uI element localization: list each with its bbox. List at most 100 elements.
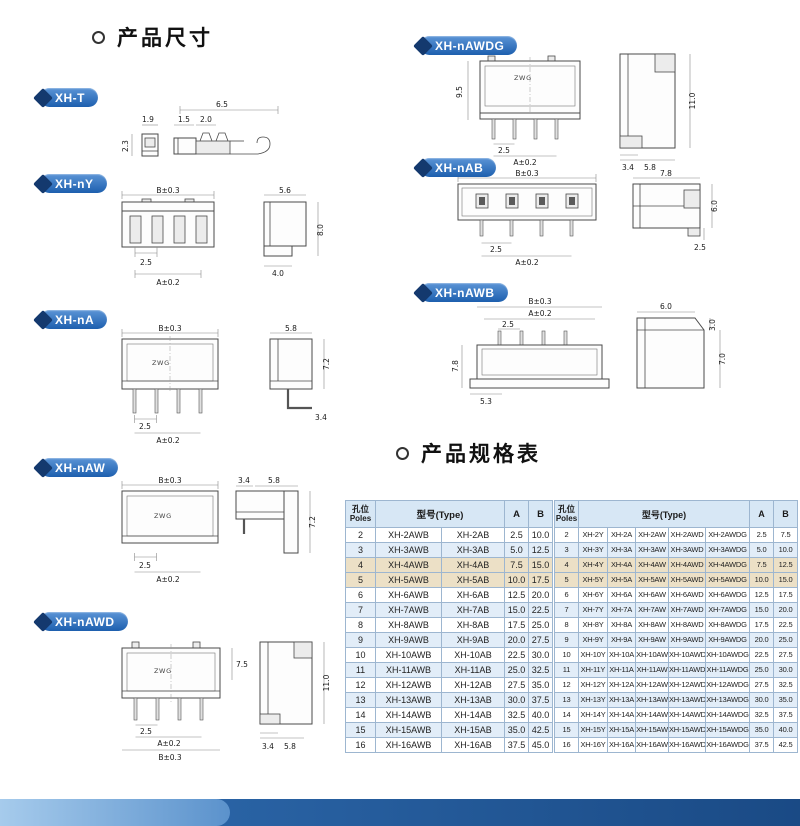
- spec-cell: XH-5A: [607, 572, 636, 588]
- spec-cell: XH-3AW: [635, 542, 669, 558]
- spec-cell: 42.5: [773, 737, 799, 753]
- spec-cell: XH-10AB: [440, 647, 506, 663]
- ribbon-label: XH-nAWDG: [435, 38, 505, 53]
- spec-cell: 27.5: [528, 632, 554, 648]
- spec-cell: XH-9AW: [635, 632, 669, 648]
- spec-cell: 15.0: [773, 572, 799, 588]
- spec-cell: XH-11AWB: [375, 662, 442, 678]
- header-poles-en: Poles: [349, 514, 372, 524]
- spec-cell: XH-13AB: [440, 692, 506, 708]
- spec-cell: XH-11Y: [578, 662, 608, 678]
- ribbon-label: XH-nAW: [55, 460, 106, 475]
- spec-cell: XH-12AWB: [375, 677, 442, 693]
- spec-cell: XH-4AWB: [375, 557, 442, 573]
- spec-cell: 15.0: [749, 602, 775, 618]
- spec-cell: 16: [554, 737, 579, 753]
- spec-cell: XH-11A: [607, 662, 636, 678]
- dim-label: 7.2: [322, 358, 331, 370]
- spec-cell: XH-15AWD: [668, 722, 706, 738]
- header-poles: 孔位 Poles: [345, 500, 376, 528]
- spec-cell: XH-3AWDG: [704, 542, 751, 558]
- spec-cell: 32.5: [528, 662, 554, 678]
- spec-cell: 9: [554, 632, 579, 648]
- dim-label: 3.4: [238, 476, 250, 485]
- spec-cell: 30.0: [528, 647, 554, 663]
- drawing-xh-naw: B±0.3 ZWG 2.5 A±0.2 3.4 5.8 7.2: [121, 476, 317, 584]
- spec-cell: XH-14AWB: [375, 707, 442, 723]
- spec-header-row: 孔位 Poles 型号(Type) A B: [345, 500, 554, 528]
- spec-cell: 6: [345, 587, 376, 603]
- spec-cell: 11: [345, 662, 376, 678]
- spec-cell: XH-7Y: [578, 602, 608, 618]
- spec-cell: XH-3AWB: [375, 542, 442, 558]
- spec-cell: 12.5: [749, 587, 775, 603]
- dim-label: 5.3: [480, 397, 492, 406]
- spec-cell: XH-14Y: [578, 707, 608, 723]
- spec-cell: 15.0: [504, 602, 530, 618]
- dim-label: A±0.2: [513, 158, 537, 167]
- spec-cell: 22.5: [773, 617, 799, 633]
- spec-cell: XH-16A: [607, 737, 636, 753]
- spec-cell: XH-12AWD: [668, 677, 706, 693]
- spec-cell: XH-16AWDG: [704, 737, 751, 753]
- spec-cell: XH-7AB: [440, 602, 506, 618]
- spec-cell: 13: [554, 692, 579, 708]
- dim-label: B±0.3: [158, 753, 182, 762]
- header-poles-en: Poles: [555, 514, 578, 524]
- spec-cell: 37.5: [528, 692, 554, 708]
- section-title-dimensions: 产品尺寸: [117, 27, 213, 50]
- spec-cell: 15: [345, 722, 376, 738]
- spec-cell: 12.5: [504, 587, 530, 603]
- header-body: [121, 490, 219, 544]
- spec-cell: XH-6A: [607, 587, 636, 603]
- spec-cell: 5: [554, 572, 579, 588]
- spec-cell: 20.0: [773, 602, 799, 618]
- spec-cell: XH-16AB: [440, 737, 506, 753]
- spec-cell: 2.5: [749, 527, 775, 543]
- spec-cell: XH-4AB: [440, 557, 506, 573]
- spec-cell: XH-2AWB: [375, 527, 442, 543]
- dim-label: 2.5: [140, 727, 152, 736]
- spec-cell: 2: [554, 527, 579, 543]
- header-type: 型号(Type): [577, 500, 751, 528]
- spec-cell: 35.0: [749, 722, 775, 738]
- spec-cell: 35.0: [773, 692, 799, 708]
- spec-cell: XH-4A: [607, 557, 636, 573]
- spec-cell: XH-8Y: [578, 617, 608, 633]
- spec-cell: 40.0: [528, 707, 554, 723]
- dim-label: A±0.2: [157, 739, 181, 748]
- dim-label: B±0.3: [156, 186, 180, 195]
- drawing-xh-nab: B±0.3 2.5 A±0.2 7.8 6.0 2.5: [457, 170, 719, 267]
- brand-mark: ZWG: [154, 667, 172, 675]
- dim-label: 3.0: [708, 319, 717, 331]
- spec-cell: 7: [554, 602, 579, 618]
- dim-label: 3.4: [315, 413, 327, 422]
- spec-cell: XH-14AWDG: [704, 707, 751, 723]
- dim-label: 6.5: [216, 100, 228, 109]
- dim-label: 1.9: [142, 115, 154, 124]
- spec-cell: 32.5: [773, 677, 799, 693]
- spec-cell: XH-3AB: [440, 542, 506, 558]
- spec-cell: XH-16AW: [635, 737, 669, 753]
- spec-cell: XH-2AWDG: [704, 527, 751, 543]
- dim-label: 7.0: [718, 353, 727, 365]
- ribbon-label: XH-T: [55, 90, 85, 105]
- spec-cell: 12: [554, 677, 579, 693]
- dim-label: A±0.2: [156, 436, 180, 445]
- spec-cell: 25.0: [773, 632, 799, 648]
- spec-cell: 45.0: [528, 737, 554, 753]
- spec-cell: 22.5: [749, 647, 775, 663]
- dim-label: 3.4: [622, 163, 634, 172]
- spec-cell: XH-9AWB: [375, 632, 442, 648]
- spec-cell: 10: [345, 647, 376, 663]
